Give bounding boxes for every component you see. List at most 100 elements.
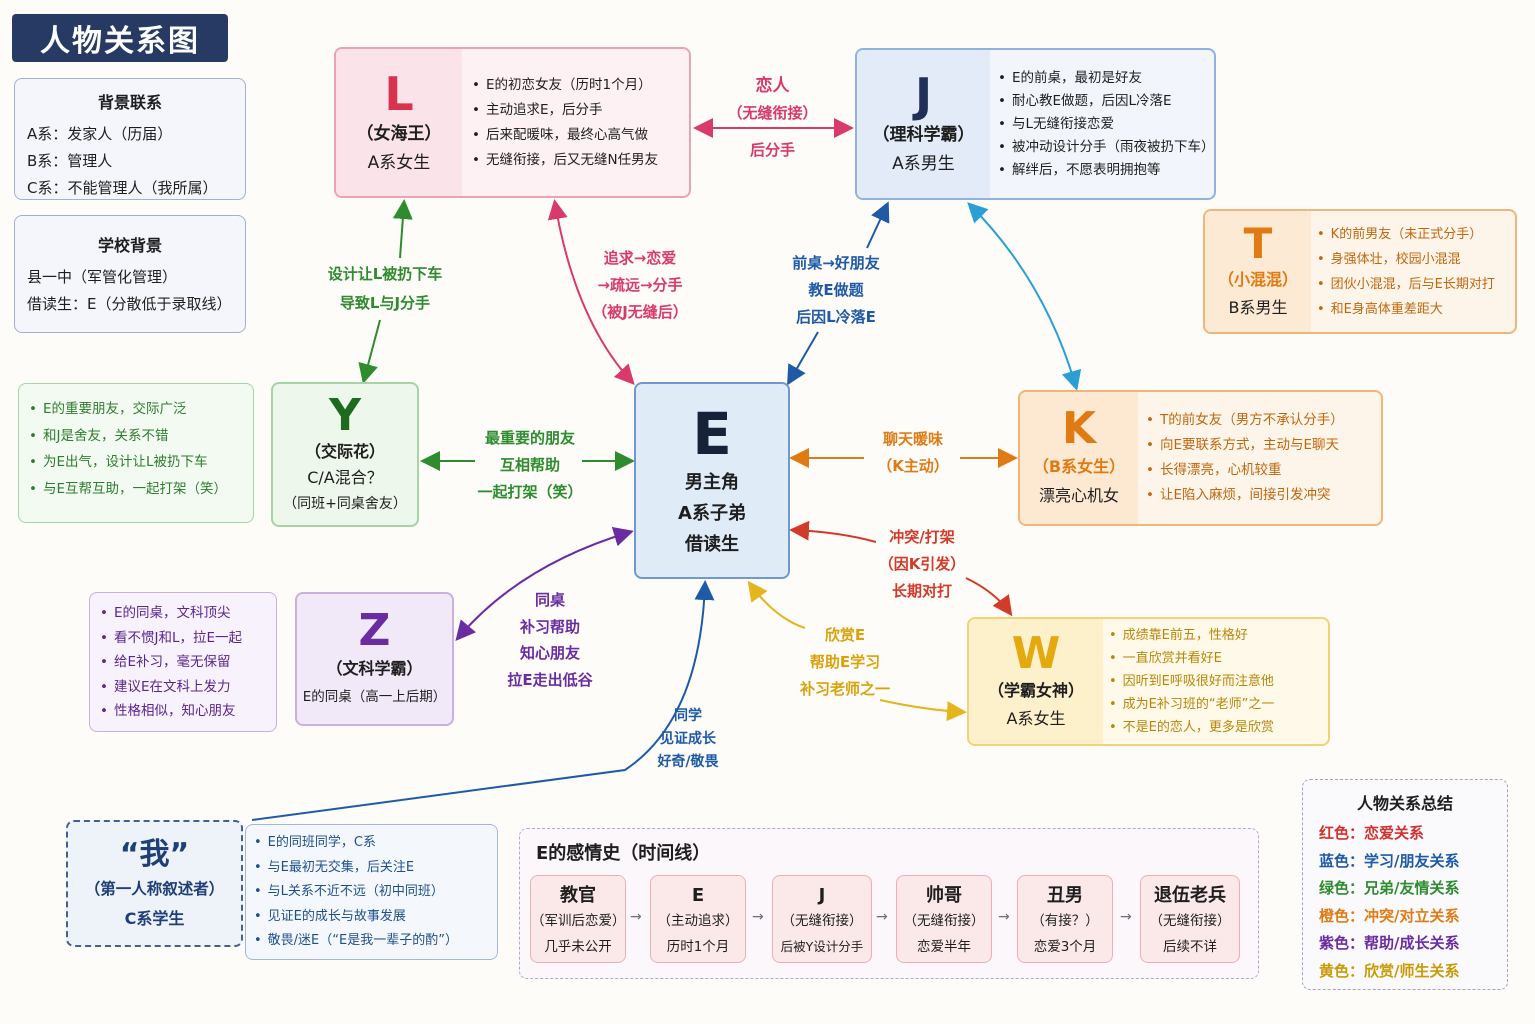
node-z-bullets: E的同桌，文科顶尖 看不惯J和L，拉E一起 给E补习，毫无保留 建议E在文科上发… bbox=[89, 592, 277, 732]
node-narrator-bullet: 见证E的成长与故事发展 bbox=[254, 905, 489, 930]
arrow-z-e bbox=[455, 527, 634, 642]
legend-key: 黄色： bbox=[1319, 961, 1365, 980]
node-e-letter: E bbox=[692, 400, 732, 468]
legend-key: 红色： bbox=[1319, 824, 1365, 842]
node-l-bullet: 无缝衔接，后又无缝N任男友 bbox=[472, 148, 679, 173]
node-z-subtitle: （文科学霸） bbox=[326, 659, 423, 678]
background-line: B系：管理人 bbox=[27, 152, 113, 170]
node-z-bullet: 建议E在文科上发力 bbox=[100, 675, 266, 700]
edge-label-line: 同学 bbox=[674, 708, 702, 724]
node-y-bullet: E的重要朋友，交际广泛 bbox=[29, 396, 243, 423]
arrow-l-y-top bbox=[392, 199, 413, 259]
edge-label-line: 知心朋友 bbox=[519, 644, 580, 662]
legend-value: 兄弟/友情关系 bbox=[1364, 879, 1460, 898]
legend-value: 冲突/对立关系 bbox=[1364, 906, 1460, 925]
page-title: 人物关系图 bbox=[12, 14, 228, 62]
edge-label-line: 帮助E学习 bbox=[809, 653, 881, 671]
node-narrator-letter: “我” bbox=[119, 836, 190, 872]
edge-label-line: （K主动） bbox=[877, 457, 949, 475]
arrow-l-y-bottom bbox=[358, 319, 381, 384]
timeline-item[interactable]: 教官 （军训后恋爱） 几乎未公开 bbox=[530, 875, 626, 963]
edge-label-line: 冲突/打架 bbox=[889, 528, 955, 546]
legend-value: 欣赏/师生关系 bbox=[1364, 961, 1460, 980]
node-y[interactable]: Y （交际花） C/A混合？ （同班+同桌舍友） bbox=[271, 382, 419, 527]
timeline-item[interactable]: E （主动追求） 历时1个月 bbox=[650, 875, 746, 963]
node-t-bullet: 团伙小混混，后与E长期对打 bbox=[1317, 272, 1509, 297]
legend-row: 黄色：欣赏/师生关系 bbox=[1319, 958, 1491, 986]
node-y-relation: （同班+同桌舍友） bbox=[283, 495, 407, 512]
edge-label-line: 长期对打 bbox=[891, 582, 952, 600]
background-line: C系：不能管理人（我所属） bbox=[27, 179, 218, 197]
node-j-bullet: 与L无缝衔接恋爱 bbox=[998, 113, 1214, 136]
edge-label-line: 追求→恋爱 bbox=[603, 249, 677, 267]
node-y-bullet: 与E互帮互助，一起打架（笑） bbox=[29, 476, 243, 503]
node-j-bullet: 被冲动设计分手（雨夜被扔下车） bbox=[998, 136, 1214, 159]
node-w-subtitle: （学霸女神） bbox=[987, 680, 1084, 700]
edge-label-line: 设计让L被扔下车 bbox=[327, 265, 443, 283]
edge-label-line: 好奇/敬畏 bbox=[657, 754, 719, 770]
node-z-letter: Z bbox=[358, 605, 391, 656]
node-z-bullet: E的同桌，文科顶尖 bbox=[100, 601, 266, 626]
timeline-item[interactable]: 帅哥 （无缝衔接） 恋爱半年 bbox=[896, 875, 992, 963]
legend-value: 帮助/成长关系 bbox=[1364, 934, 1460, 953]
node-e[interactable]: E 男主角 A系子弟 借读生 bbox=[634, 382, 790, 579]
timeline-item[interactable]: 退伍老兵 （无缝衔接） 后续不详 bbox=[1140, 875, 1240, 963]
node-narrator[interactable]: “我” （第一人称叙述者） C系学生 bbox=[66, 820, 243, 947]
legend-row: 红色：恋爱关系 bbox=[1319, 820, 1491, 848]
edge-label-line: 见证成长 bbox=[660, 731, 716, 747]
node-j-subtitle: （理科学霸） bbox=[872, 125, 975, 145]
legend-row: 绿色：兄弟/友情关系 bbox=[1319, 875, 1491, 903]
node-j[interactable]: J （理科学霸） A系男生 E的前桌，最初是好友 耐心教E做题，后因L冷落E 与… bbox=[855, 48, 1216, 200]
node-narrator-bullet: 敬畏/迷E（“E是我一辈子的酌”） bbox=[254, 929, 489, 954]
school-line: 借读生：E（分散低于录取线） bbox=[27, 295, 232, 313]
node-w[interactable]: W （学霸女神） A系女生 成绩靠E前五，性格好 一直欣赏并看好E 因听到E呼吸… bbox=[967, 617, 1330, 746]
node-w-bullet: 不是E的恋人，更多是欣赏 bbox=[1109, 716, 1322, 739]
edge-label-line: 拉E走出低谷 bbox=[507, 670, 593, 689]
node-j-bullet: 耐心教E做题，后因L冷落E bbox=[998, 90, 1214, 113]
node-w-bullet: 成为E补习班的“老师”之一 bbox=[1109, 693, 1322, 716]
edge-label-line: 最重要的朋友 bbox=[484, 429, 575, 447]
timeline-item-note: （无缝衔接） bbox=[781, 913, 863, 929]
timeline-item-detail: 历时1个月 bbox=[666, 939, 730, 955]
edge-label-line: 导致L与J分手 bbox=[339, 294, 431, 312]
node-e-line: A系子弟 bbox=[678, 503, 746, 524]
timeline-item[interactable]: 丑男 （有接？） 恋爱3个月 bbox=[1017, 875, 1113, 963]
edge-label-line: 一起打架（笑） bbox=[477, 483, 583, 501]
node-t-bullet: 身强体壮，校园小混混 bbox=[1317, 247, 1509, 272]
edge-label-line: 前桌→好朋友 bbox=[792, 254, 880, 272]
node-k[interactable]: K （B系女生） 漂亮心机女 T的前女友（男方不承认分手） 向E要联系方式，主动… bbox=[1018, 390, 1383, 526]
node-narrator-bullets: E的同班同学，C系 与E最初无交集，后关注E 与L关系不近不远（初中同班） 见证… bbox=[245, 824, 498, 960]
edge-label-line: →疏远→分手 bbox=[597, 276, 683, 294]
timeline-arrow: → bbox=[1120, 909, 1132, 925]
node-k-letter: K bbox=[1061, 403, 1097, 454]
legend-row: 紫色：帮助/成长关系 bbox=[1319, 930, 1491, 958]
legend-value: 学习/朋友关系 bbox=[1364, 851, 1460, 870]
timeline-item[interactable]: J （无缝衔接） 后被Y设计分手 bbox=[772, 875, 872, 963]
timeline-item-detail: 几乎未公开 bbox=[544, 939, 612, 955]
node-t[interactable]: T （小混混） B系男生 K的前男友（未正式分手） 身强体壮，校园小混混 团伙小… bbox=[1203, 209, 1517, 334]
node-w-letter: W bbox=[1011, 627, 1061, 679]
timeline-item-name: 丑男 bbox=[1047, 885, 1083, 906]
edge-label-conflict: 冲突/打架 （因K引发） 长期对打 bbox=[872, 524, 972, 605]
node-z[interactable]: Z （文科学霸） E的同桌（高一上后期） bbox=[295, 592, 454, 726]
timeline-item-note: （无缝衔接） bbox=[1149, 913, 1231, 929]
node-y-bullet: 为E出气，设计让L被扔下车 bbox=[29, 449, 243, 476]
timeline-arrow: → bbox=[630, 909, 642, 925]
node-k-bullet: 让E陷入麻烦，间接引发冲突 bbox=[1146, 483, 1373, 508]
node-z-bullet: 给E补习，毫无保留 bbox=[100, 650, 266, 675]
node-y-bullet: 和J是舍友，关系不错 bbox=[29, 423, 243, 450]
edge-label-line: 互相帮助 bbox=[499, 456, 560, 474]
node-e-line: 借读生 bbox=[685, 534, 739, 555]
background-box: 背景联系 A系：发家人（历届） B系：管理人 C系：不能管理人（我所属） bbox=[14, 78, 246, 200]
edge-label-line: 恋人 bbox=[755, 76, 790, 96]
node-k-subtitle: （B系女生） bbox=[1032, 457, 1126, 476]
timeline-item-name: 帅哥 bbox=[926, 885, 962, 906]
legend-key: 蓝色： bbox=[1319, 851, 1365, 870]
legend-value: 恋爱关系 bbox=[1364, 824, 1425, 842]
node-l[interactable]: L （女海王） A系女生 E的初恋女友（历时1个月） 主动追求E，后分手 后来配… bbox=[334, 47, 691, 198]
node-narrator-group: C系学生 bbox=[124, 908, 185, 928]
school-line: 县一中（军管化管理） bbox=[27, 268, 178, 286]
legend-key: 紫色： bbox=[1319, 934, 1365, 953]
node-w-bullets: 成绩靠E前五，性格好 一直欣赏并看好E 因听到E呼吸很好而注意他 成为E补习班的… bbox=[1103, 619, 1328, 744]
